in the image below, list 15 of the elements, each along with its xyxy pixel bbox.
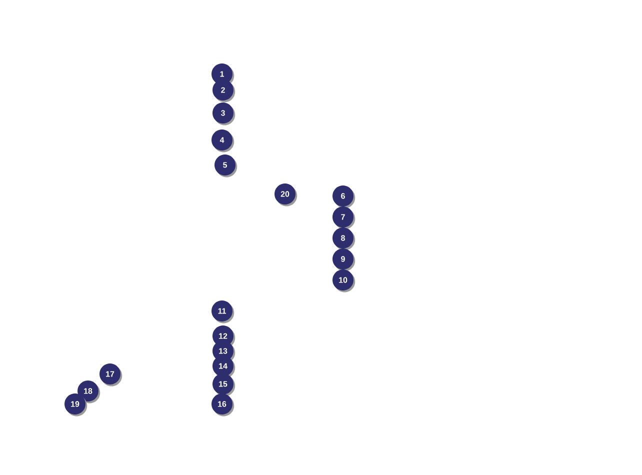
callout-number: 3 — [212, 102, 236, 126]
callout-number: 11 — [212, 300, 234, 324]
callout-number: 20 — [274, 184, 298, 206]
callout-number: 8 — [332, 228, 356, 250]
callout-number: 15 — [212, 374, 236, 396]
callout-number: 2 — [212, 80, 236, 102]
callout-number: 10 — [332, 270, 356, 292]
callout-number: 6 — [332, 186, 356, 208]
callout-number: 19 — [64, 394, 88, 416]
callout-number: 4 — [212, 130, 234, 152]
callout-number: 7 — [332, 206, 356, 230]
callout-number: 9 — [332, 248, 356, 272]
callout-number: 17 — [100, 364, 122, 386]
callout-number: 16 — [212, 394, 234, 416]
callout-number: 5 — [214, 154, 238, 178]
